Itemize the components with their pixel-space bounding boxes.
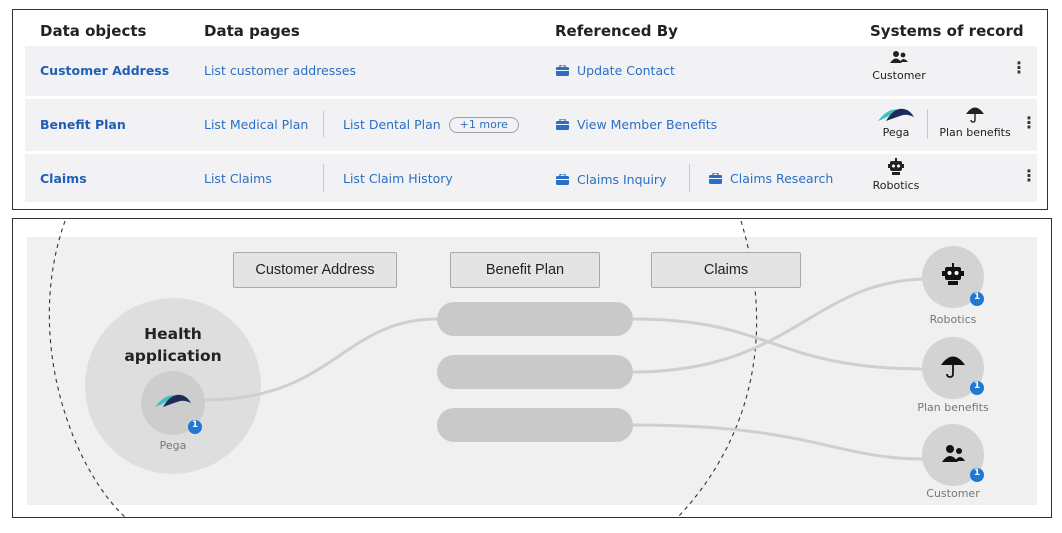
table-row: Benefit Plan List Medical Plan List Dent… bbox=[25, 99, 1037, 151]
row-menu-button[interactable]: ⋮ bbox=[1011, 58, 1027, 77]
referenced-by-link[interactable]: Update Contact bbox=[556, 63, 675, 78]
pega-logo bbox=[155, 394, 191, 407]
badge-count: 1 bbox=[191, 420, 199, 430]
application-title: Health application bbox=[93, 323, 253, 367]
data-landscape-graph: 1 1 1 1 Health application Pega Customer… bbox=[12, 218, 1052, 518]
robot-icon bbox=[942, 263, 964, 285]
row-menu-button[interactable]: ⋮ bbox=[1021, 113, 1037, 132]
system-label: Robotics bbox=[872, 179, 920, 192]
referenced-by-label: Claims Research bbox=[730, 171, 834, 186]
header-referenced-by: Referenced By bbox=[555, 22, 678, 40]
umbrella-icon bbox=[941, 356, 965, 378]
node-label: Pega bbox=[159, 439, 187, 452]
application-title-line: Health bbox=[144, 325, 202, 343]
data-page-label: List Dental Plan bbox=[343, 117, 441, 132]
badge-count: 1 bbox=[973, 468, 981, 478]
system-label: Customer bbox=[872, 69, 926, 82]
header-systems-of-record: Systems of record bbox=[870, 22, 1024, 40]
badge bbox=[970, 381, 984, 395]
connection-lines bbox=[204, 277, 930, 461]
data-object-node[interactable]: Claims bbox=[651, 252, 801, 288]
data-object-link[interactable]: Customer Address bbox=[40, 63, 170, 78]
table-row: Claims List Claims List Claim History Cl… bbox=[25, 154, 1037, 202]
badge bbox=[970, 292, 984, 306]
divider bbox=[323, 164, 324, 192]
badge-count: 1 bbox=[973, 292, 981, 302]
system-robotics[interactable]: Robotics bbox=[869, 158, 923, 192]
divider bbox=[689, 164, 690, 192]
data-page-link[interactable]: List Medical Plan bbox=[204, 117, 309, 132]
data-page-link[interactable]: List Claim History bbox=[343, 171, 453, 186]
divider bbox=[927, 109, 928, 139]
node-label: Robotics bbox=[929, 313, 977, 326]
header-data-pages: Data pages bbox=[204, 22, 300, 40]
case-icon bbox=[556, 119, 569, 130]
referenced-by-label: View Member Benefits bbox=[577, 117, 718, 132]
application-title-line: application bbox=[124, 347, 222, 365]
case-icon bbox=[556, 174, 569, 185]
table-row: Customer Address List customer addresses… bbox=[25, 46, 1037, 96]
case-icon bbox=[709, 173, 722, 184]
data-page-node bbox=[437, 302, 633, 336]
node-label: Plan benefits bbox=[917, 401, 989, 414]
referenced-by-label: Update Contact bbox=[577, 63, 675, 78]
system-pega[interactable]: Pega bbox=[873, 105, 919, 139]
data-object-node[interactable]: Customer Address bbox=[233, 252, 397, 288]
row-menu-button[interactable]: ⋮ bbox=[1021, 166, 1037, 185]
pega-logo bbox=[878, 108, 914, 121]
people-icon bbox=[942, 445, 965, 462]
system-plan-benefits[interactable]: Plan benefits bbox=[935, 105, 1015, 139]
scope-boundary bbox=[48, 220, 126, 517]
graph-connections bbox=[48, 220, 984, 517]
data-page-node bbox=[437, 408, 633, 442]
header-data-objects: Data objects bbox=[40, 22, 147, 40]
badge bbox=[188, 420, 202, 434]
data-object-link[interactable]: Benefit Plan bbox=[40, 117, 126, 132]
system-customer[interactable]: Customer bbox=[869, 50, 929, 82]
data-page-link[interactable]: List Claims bbox=[204, 171, 272, 186]
case-icon bbox=[556, 65, 569, 76]
referenced-by-label: Claims Inquiry bbox=[577, 172, 667, 187]
referenced-by-link[interactable]: Claims Research bbox=[709, 171, 833, 186]
badge bbox=[970, 468, 984, 482]
customer-node bbox=[922, 424, 984, 486]
system-label: Pega bbox=[882, 126, 910, 139]
data-page-link[interactable]: List Dental Plan +1 more bbox=[343, 117, 519, 133]
referenced-by-link[interactable]: Claims Inquiry bbox=[556, 172, 666, 187]
data-object-node[interactable]: Benefit Plan bbox=[450, 252, 600, 288]
node-label: Customer bbox=[926, 487, 980, 500]
divider bbox=[323, 111, 324, 137]
system-label: Plan benefits bbox=[939, 126, 1011, 139]
umbrella-icon bbox=[966, 107, 984, 123]
data-object-link[interactable]: Claims bbox=[40, 171, 87, 186]
people-icon bbox=[890, 51, 908, 63]
data-page-node bbox=[437, 355, 633, 389]
data-objects-table: Data objects Data pages Referenced By Sy… bbox=[12, 9, 1048, 210]
referenced-by-link[interactable]: View Member Benefits bbox=[556, 117, 717, 132]
robot-icon bbox=[888, 158, 904, 175]
data-page-link[interactable]: List customer addresses bbox=[204, 63, 356, 78]
more-pages-pill[interactable]: +1 more bbox=[448, 117, 519, 133]
badge-count: 1 bbox=[973, 381, 981, 391]
